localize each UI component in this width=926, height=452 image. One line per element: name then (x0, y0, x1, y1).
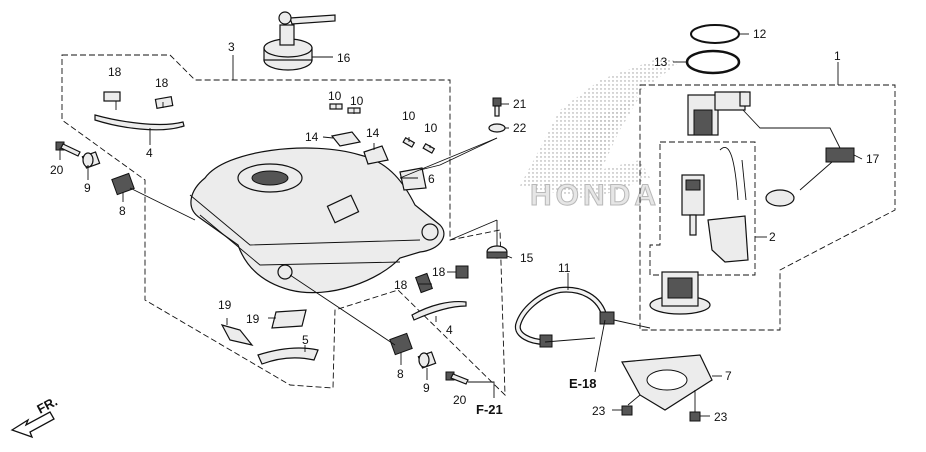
callout-18: 18 (394, 278, 408, 292)
clip-10-d (422, 142, 436, 154)
callout-4: 4 (446, 323, 453, 337)
pad-14-b (363, 145, 389, 165)
leader-lines (59, 33, 863, 417)
callout-22: 22 (513, 121, 527, 135)
callout-16: 16 (337, 51, 351, 65)
callout-19: 19 (218, 298, 232, 312)
washer-22 (488, 123, 506, 133)
callout-15: 15 (520, 251, 534, 265)
fuel-pump-group-frame (639, 84, 896, 331)
fuel-tank (189, 147, 445, 294)
callout-18: 18 (432, 265, 446, 279)
callout-7: 7 (725, 369, 732, 383)
collar-9-right (417, 351, 437, 369)
bolt-20-left (55, 141, 81, 157)
reference-e18: E-18 (569, 376, 596, 391)
callout-11: 11 (558, 261, 571, 275)
pump-wire (719, 147, 739, 201)
grommet-15 (486, 245, 508, 259)
callout-3: 3 (228, 40, 235, 54)
honda-wing-watermark: HONDA (520, 58, 680, 213)
pump-wire-2 (741, 159, 747, 201)
callout-19: 19 (246, 312, 260, 326)
bolt-20-right (445, 371, 469, 385)
callout-23: 23 (592, 404, 606, 418)
callout-14: 14 (366, 126, 380, 140)
pad-18-d (455, 265, 469, 279)
hose-connector (599, 311, 615, 325)
grommet-8-right (389, 332, 413, 356)
seal-strip-lower (411, 300, 467, 321)
callout-1: 1 (834, 49, 841, 63)
callout-6: 6 (428, 172, 435, 186)
collar-9-left (81, 151, 101, 169)
callout-numbers: 1 2 3 4 4 5 6 7 8 8 9 9 10 10 10 10 11 1… (50, 27, 880, 424)
reference-f21: F-21 (476, 402, 503, 417)
grommet-8-left (111, 172, 135, 196)
hose-connector-2 (539, 334, 553, 348)
pad-18-c (414, 272, 434, 294)
fuel-pump-base (649, 271, 711, 315)
pad-19-b (271, 309, 307, 329)
pad-18-b (154, 95, 174, 110)
o-ring-12 (690, 24, 740, 44)
callout-14: 14 (305, 130, 319, 144)
nut-23-b (689, 411, 701, 422)
callout-8: 8 (397, 367, 404, 381)
callout-17: 17 (866, 152, 880, 166)
o-ring-13 (685, 49, 741, 75)
callout-4: 4 (146, 146, 153, 160)
setting-plate (621, 354, 713, 411)
bolt-21 (492, 97, 502, 117)
fuel-pump-subassy-frame (649, 141, 756, 276)
callout-9: 9 (423, 381, 430, 395)
fuel-pump-top (687, 91, 751, 136)
callout-8: 8 (119, 204, 126, 218)
pad-6 (399, 167, 427, 191)
pad-14-a (330, 131, 362, 147)
callout-5: 5 (302, 333, 309, 347)
callout-18: 18 (155, 76, 169, 90)
front-direction-label: FR. (34, 394, 60, 417)
callout-9: 9 (84, 181, 91, 195)
front-direction-arrow: FR. (10, 394, 60, 439)
callout-20: 20 (453, 393, 467, 407)
clip-10-c (402, 136, 416, 148)
callout-10: 10 (424, 121, 438, 135)
fuel-hose-inner (516, 287, 607, 344)
fuel-cap (263, 11, 336, 71)
fuel-tank-group-frame (61, 54, 506, 397)
fuel-pump-motor (681, 174, 705, 236)
pad-5 (257, 347, 319, 365)
callout-10: 10 (328, 89, 342, 103)
callout-12: 12 (753, 27, 767, 41)
callout-23: 23 (714, 410, 728, 424)
callout-13: 13 (654, 55, 668, 69)
callout-2: 2 (769, 230, 776, 244)
nut-23-a (621, 405, 633, 416)
callout-10: 10 (350, 94, 364, 108)
callout-18: 18 (108, 65, 122, 79)
seal-strip (94, 114, 185, 131)
callout-20: 20 (50, 163, 64, 177)
callout-21: 21 (513, 97, 527, 111)
pad-19-a (220, 324, 254, 346)
fuel-level-sensor (765, 147, 855, 207)
pad-18-a (103, 91, 121, 102)
honda-watermark-text: HONDA (530, 179, 660, 212)
callout-10: 10 (402, 109, 416, 123)
pump-bracket (707, 215, 749, 263)
